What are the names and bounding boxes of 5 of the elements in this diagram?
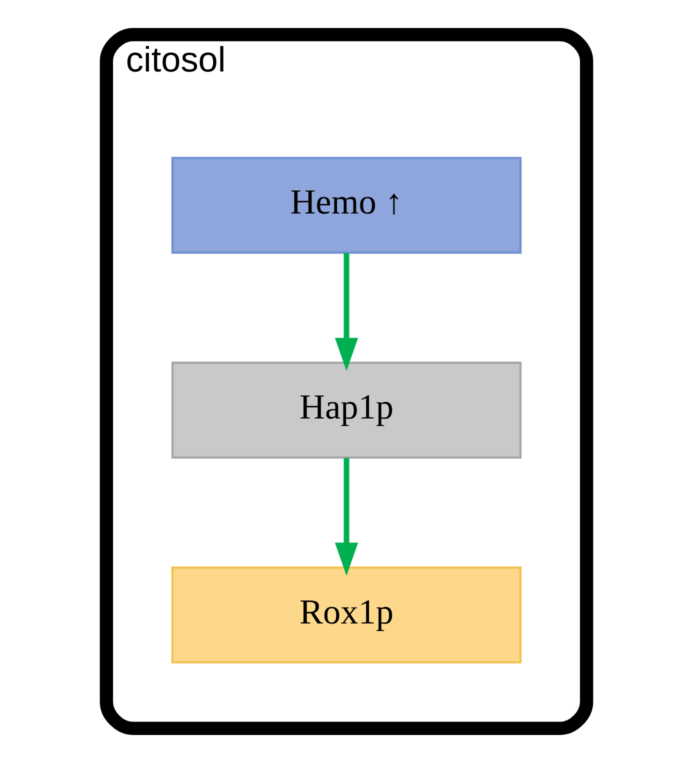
arrow xyxy=(334,252,358,371)
node-box: Hap1p xyxy=(171,362,522,459)
node-box: Rox1p xyxy=(171,566,522,664)
arrow xyxy=(334,458,358,576)
node-box: Hemo ↑ xyxy=(171,156,522,254)
